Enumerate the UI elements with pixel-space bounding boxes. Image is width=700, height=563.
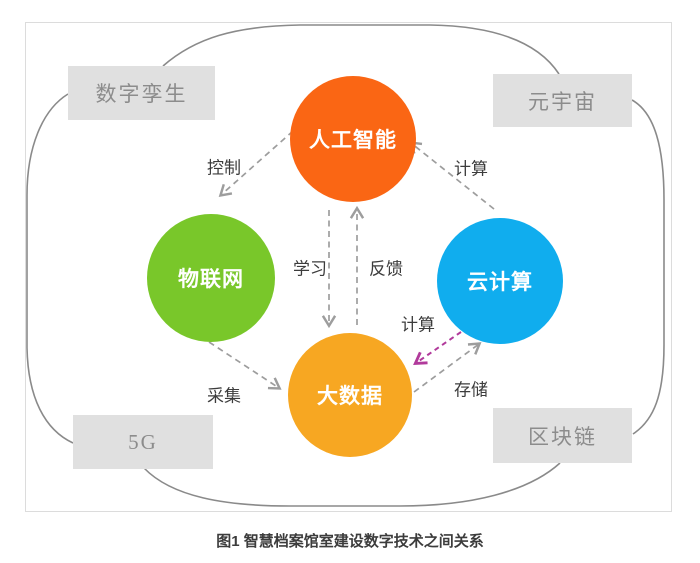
edge-label-store: 存储: [454, 380, 488, 400]
edge-label-control: 控制: [207, 158, 241, 178]
edge-label-compute-to-bigdata: 计算: [401, 315, 435, 335]
box-metaverse: 元宇宙: [493, 74, 632, 127]
outer-loop-curve: [26, 24, 665, 507]
node-internet-of-things: 物联网: [147, 214, 275, 342]
box-digital-twin: 数字孪生: [68, 66, 215, 120]
edge-store-arrow: [413, 342, 482, 393]
edge-label-compute-to-ai: 计算: [454, 159, 488, 179]
edge-control-arrow: [218, 130, 294, 198]
box-blockchain: 区块链: [493, 408, 632, 463]
node-artificial-intelligence: 人工智能: [290, 76, 416, 202]
figure-caption: 图1 智慧档案馆室建设数字技术之间关系: [216, 533, 484, 550]
edge-label-collect: 采集: [207, 386, 241, 406]
edge-compute-to-bigdata-arrow: [413, 331, 462, 366]
node-iot-label: 物联网: [178, 267, 244, 291]
node-bigdata-label: 大数据: [317, 384, 383, 408]
box-5g-label: 5G: [128, 429, 158, 454]
node-big-data: 大数据: [288, 333, 412, 457]
edge-collect-arrow: [208, 341, 282, 390]
edge-label-learn: 学习: [293, 259, 327, 279]
node-ai-label: 人工智能: [309, 128, 397, 152]
box-blockchain-label: 区块链: [528, 424, 597, 449]
box-metaverse-label: 元宇宙: [528, 89, 597, 114]
node-cloud-computing: 云计算: [437, 218, 563, 344]
node-cloud-label: 云计算: [467, 270, 533, 294]
box-digital-twin-label: 数字孪生: [95, 82, 188, 106]
edge-compute-to-ai-arrow: [408, 141, 495, 210]
box-5g: 5G: [73, 415, 213, 469]
edge-label-feedback: 反馈: [369, 259, 403, 279]
